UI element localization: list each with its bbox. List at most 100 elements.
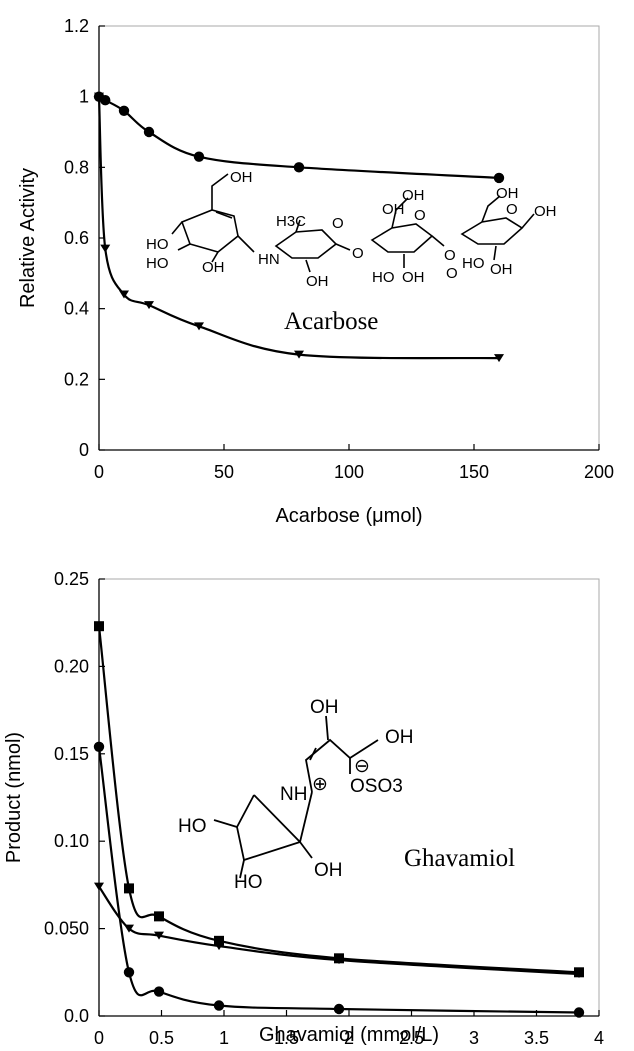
data-point xyxy=(493,172,505,184)
data-point xyxy=(333,1003,345,1015)
chem-label: O xyxy=(444,247,456,264)
chem-label: OH xyxy=(310,697,339,718)
x-axis-label: Ghavamiol (mmol/L) xyxy=(259,1024,439,1046)
data-point xyxy=(573,1007,585,1018)
x-tick-label: 50 xyxy=(214,462,234,482)
chem-label: OH xyxy=(382,201,405,218)
ghavamiol-structure-labels: OH OH NH ⊕ ⊖ OSO3 HO HO OH xyxy=(178,697,414,893)
x-tick-label: 1 xyxy=(219,1028,229,1048)
chem-label: OH xyxy=(230,169,253,186)
data-point xyxy=(94,92,104,101)
x-tick-label: 2 xyxy=(344,1028,354,1048)
chem-label: OH xyxy=(402,269,425,286)
annotation: Acarbose xyxy=(284,308,378,335)
data-point xyxy=(213,1000,225,1011)
plot-area-border xyxy=(98,578,600,1017)
y-tick-label: 1 xyxy=(79,87,89,107)
chem-label: HN xyxy=(258,251,280,268)
x-tick-label: 1.5 xyxy=(274,1028,299,1048)
y-tick-label: 0.4 xyxy=(64,299,89,319)
acarbose-structure xyxy=(171,173,535,273)
y-tick-label: 0 xyxy=(79,440,89,460)
data-point xyxy=(334,956,344,965)
chem-label: O xyxy=(506,201,518,218)
data-point xyxy=(214,942,224,951)
y-axis-label: Relative Activity xyxy=(17,168,39,308)
y-tick-label: 0.6 xyxy=(64,228,89,248)
chem-label: ⊕ xyxy=(312,774,328,795)
chem-label: OH xyxy=(402,187,425,204)
x-tick-label: 2.5 xyxy=(399,1028,424,1048)
data-point xyxy=(119,290,129,299)
ghavamiol-structure xyxy=(213,715,379,879)
data-point xyxy=(214,935,224,946)
y-tick-label: 0.0 xyxy=(64,1006,89,1026)
chem-label: HO xyxy=(178,816,207,837)
x-axis-label: Acarbose (μmol) xyxy=(275,505,422,527)
series-line xyxy=(97,746,580,1014)
chem-label: HO xyxy=(146,236,169,253)
y-tick-label: 0.25 xyxy=(54,569,89,589)
x-tick-label: 3 xyxy=(469,1028,479,1048)
data-point xyxy=(118,105,130,117)
plot-area-border xyxy=(98,25,600,451)
data-point xyxy=(194,322,204,331)
chem-label: OH xyxy=(306,273,329,290)
data-point xyxy=(124,924,134,933)
x-tick-label: 3.5 xyxy=(524,1028,549,1048)
data-point xyxy=(193,151,205,162)
chem-label: OH xyxy=(534,203,557,220)
data-point xyxy=(293,162,305,173)
chem-label: HO xyxy=(234,872,263,893)
data-point xyxy=(154,911,164,922)
chem-label: OH xyxy=(314,860,343,881)
y-tick-label: 1.2 xyxy=(64,16,89,36)
chem-label: OH xyxy=(496,185,519,202)
x-tick-label: 200 xyxy=(584,462,614,482)
y-tick-label: 0.8 xyxy=(64,157,89,177)
x-tick-label: 4 xyxy=(594,1028,604,1048)
data-point xyxy=(94,621,104,632)
chem-label: OH xyxy=(202,259,225,276)
chem-label: OH xyxy=(385,727,414,748)
y-tick-label: 0.15 xyxy=(54,744,89,764)
data-point xyxy=(574,970,584,979)
chem-label: OSO3 xyxy=(350,776,403,797)
data-point xyxy=(154,931,164,940)
x-tick-label: 0.5 xyxy=(149,1028,174,1048)
data-point xyxy=(144,301,154,310)
chem-label: HO xyxy=(372,269,395,286)
chem-label: OH xyxy=(490,261,513,278)
chem-label: H3C xyxy=(276,213,306,230)
x-tick-label: 150 xyxy=(459,462,489,482)
data-point xyxy=(93,741,105,753)
data-point xyxy=(153,986,165,997)
annotation: Ghavamiol xyxy=(404,845,515,872)
x-tick-label: 0 xyxy=(94,462,104,482)
chem-label: NH xyxy=(280,784,307,805)
y-axis-label: Product (nmol) xyxy=(3,732,25,863)
y-tick-label: 0.2 xyxy=(64,369,89,389)
chem-label: HO xyxy=(462,255,485,272)
ghavamiol-panel: 0 0.5 1 1.5 2 2.5 3 3.5 4 0.0 0.050 0.10 0.15 0.20 0.2… xyxy=(3,569,604,1048)
data-point xyxy=(100,244,111,253)
chem-label: O xyxy=(414,207,426,224)
data-point xyxy=(494,354,504,363)
y-tick-label: 0.10 xyxy=(54,831,89,851)
chem-label: O xyxy=(352,245,364,262)
chem-label: HO xyxy=(146,255,169,272)
x-tick-label: 0 xyxy=(94,1028,104,1048)
chem-label: ⊖ xyxy=(354,756,370,777)
y-tick-label: 0.20 xyxy=(54,656,89,676)
data-point xyxy=(124,883,134,894)
data-point xyxy=(123,967,135,978)
series-line xyxy=(97,96,500,360)
data-point xyxy=(94,882,104,891)
data-point xyxy=(294,350,304,359)
chem-label: O xyxy=(332,215,344,232)
y-tick-label: 0.050 xyxy=(44,919,89,939)
x-tick-label: 100 xyxy=(334,462,364,482)
chem-label: O xyxy=(446,265,458,282)
